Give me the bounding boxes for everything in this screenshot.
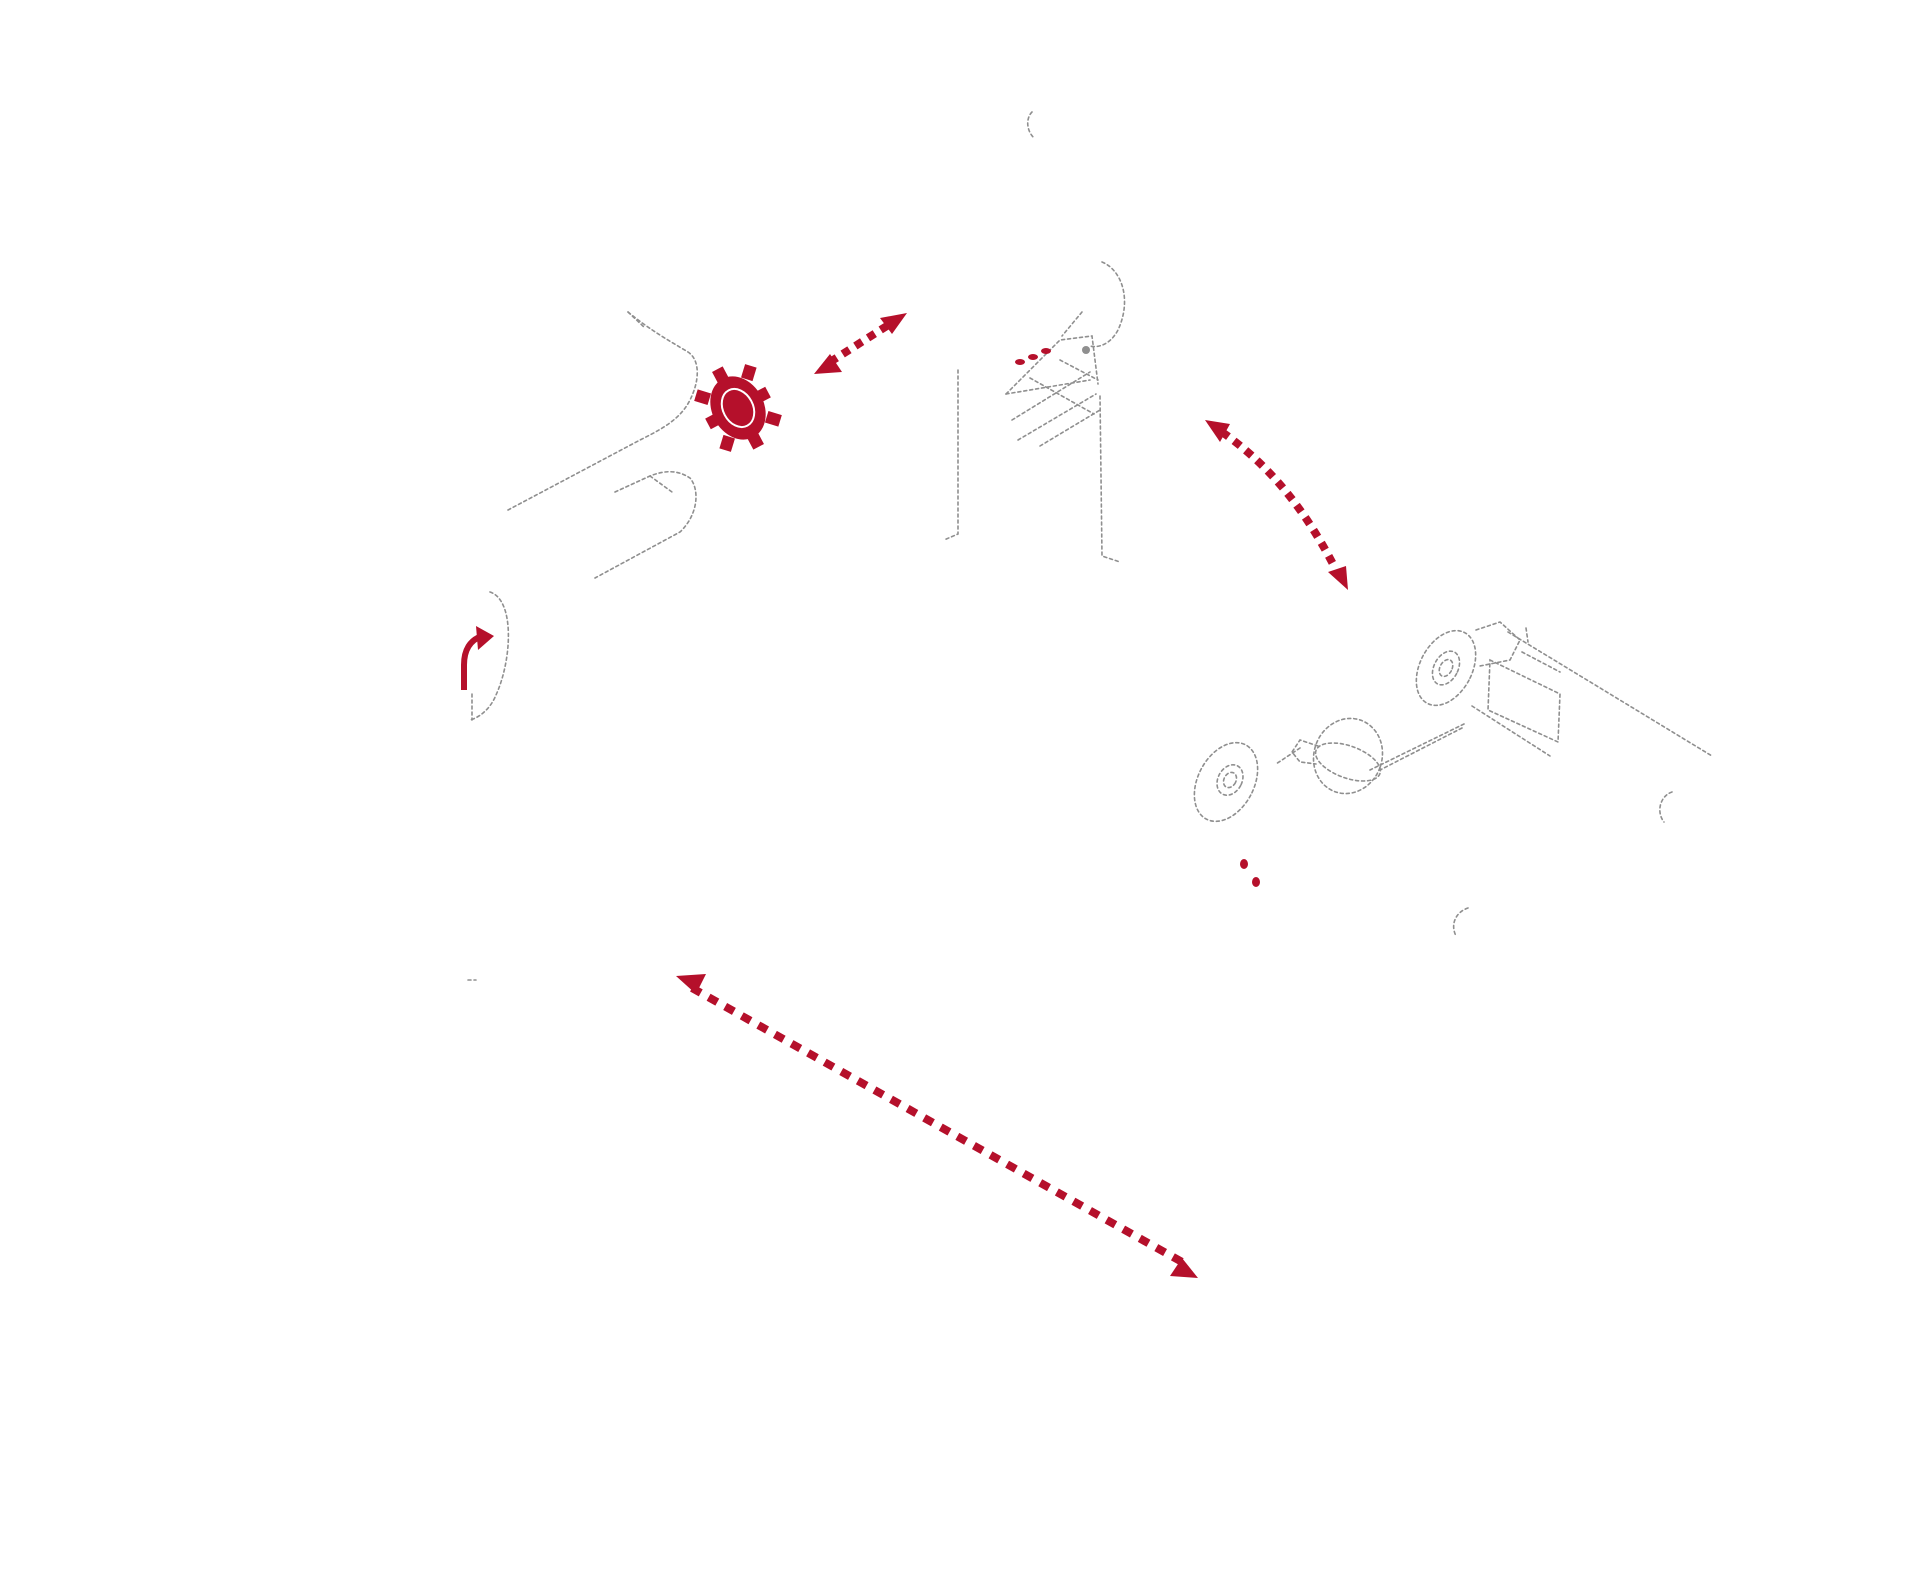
hand-sketch-icon — [507, 311, 699, 579]
printer-sketch-icon — [943, 111, 1126, 563]
double-arrow-icon — [814, 313, 907, 374]
gear-icon — [694, 364, 782, 452]
curved-arrow-icon — [461, 591, 510, 981]
double-arrow-icon — [1205, 420, 1348, 590]
double-arrow-icon — [676, 974, 1198, 1278]
machine-sketch-icon — [1193, 621, 1713, 937]
